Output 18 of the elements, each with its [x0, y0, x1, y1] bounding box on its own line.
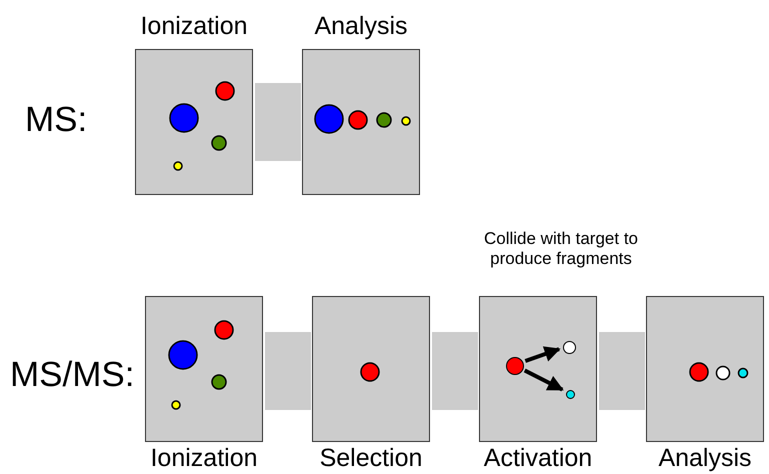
tube-channel	[254, 83, 300, 161]
arrow	[524, 346, 561, 363]
arrow	[524, 368, 564, 392]
ion-circle	[562, 340, 576, 354]
mode-label: MS/MS:	[10, 355, 134, 395]
ion-circle	[566, 390, 574, 398]
stage-label: Ionization	[139, 14, 249, 39]
ion-circle	[506, 357, 524, 375]
mode-label: MS:	[25, 100, 88, 140]
stage-label: Activation	[482, 446, 594, 471]
tube-channel	[432, 332, 478, 410]
stage-label: Analysis	[313, 14, 409, 39]
stage-label: Ionization	[149, 446, 259, 471]
stage-label: Analysis	[657, 446, 753, 471]
tube-channel	[264, 332, 310, 410]
tube-channel	[598, 332, 644, 410]
stage-label: Selection	[318, 446, 424, 471]
annotation-text: Collide with target to produce fragments	[482, 229, 640, 269]
